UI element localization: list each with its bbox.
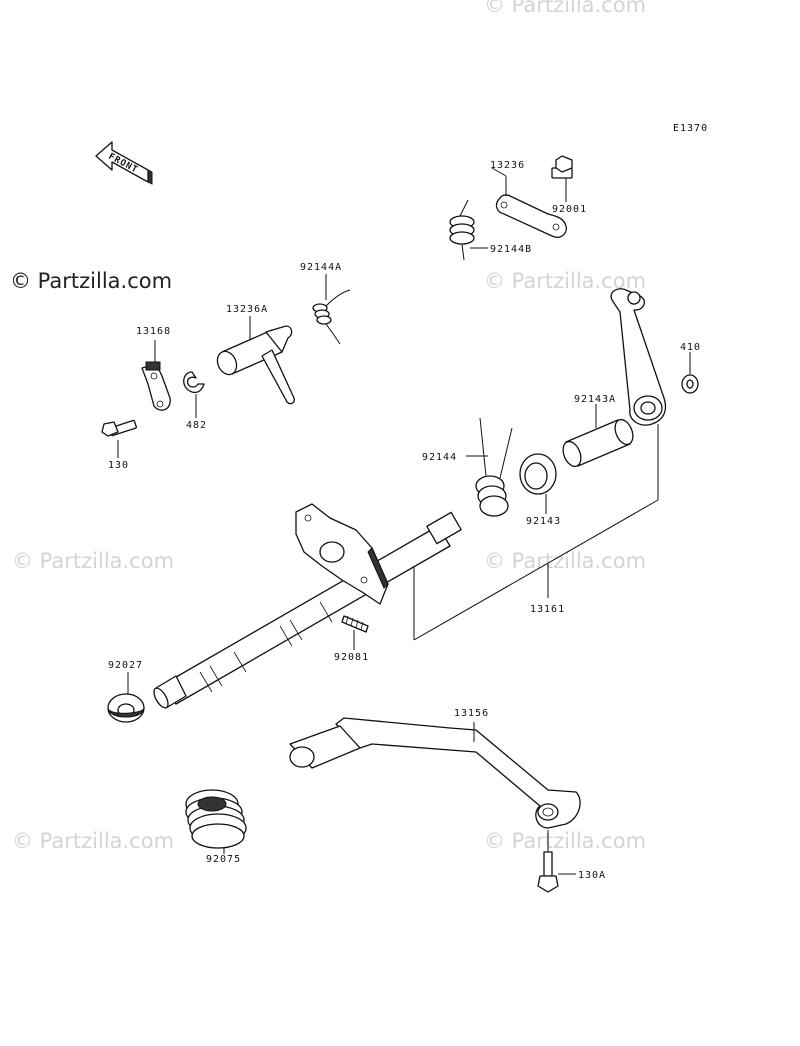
watermark-primary: © Partzilla.com bbox=[10, 269, 172, 293]
diagram-code: E1370 bbox=[673, 123, 708, 134]
watermark: © Partzilla.com bbox=[484, 829, 646, 853]
watermark: © Partzilla.com bbox=[12, 549, 174, 573]
part-label-92081: 92081 bbox=[334, 652, 369, 663]
arm-shaft-13236a bbox=[216, 316, 295, 405]
link-plate-13236 bbox=[491, 167, 567, 238]
part-label-482: 482 bbox=[186, 420, 207, 431]
part-label-92144a: 92144A bbox=[300, 262, 342, 273]
part-label-13236: 13236 bbox=[490, 160, 525, 171]
part-label-92001: 92001 bbox=[552, 204, 587, 215]
spring-92144b bbox=[449, 199, 488, 261]
shift-shaft bbox=[153, 503, 462, 709]
watermark: © Partzilla.com bbox=[12, 829, 174, 853]
part-label-92143: 92143 bbox=[526, 516, 561, 527]
circlip-482 bbox=[183, 371, 205, 418]
bushing-92143 bbox=[519, 453, 557, 514]
bolt-130 bbox=[101, 419, 137, 458]
washer-410 bbox=[681, 352, 699, 394]
part-label-13236a: 13236A bbox=[226, 304, 268, 315]
assembly-bracket-13161 bbox=[413, 424, 659, 641]
spring-92144a bbox=[312, 274, 351, 345]
front-arrow-icon: FRONT bbox=[95, 141, 153, 185]
spring-92081 bbox=[341, 615, 369, 650]
part-label-92144b: 92144B bbox=[490, 244, 532, 255]
part-label-130: 130 bbox=[108, 460, 129, 471]
part-label-92027: 92027 bbox=[108, 660, 143, 671]
washer-92027 bbox=[107, 672, 145, 723]
part-label-92143a: 92143A bbox=[574, 394, 616, 405]
bracket-13168 bbox=[141, 340, 171, 411]
watermark: © Partzilla.com bbox=[484, 0, 646, 17]
part-label-410: 410 bbox=[680, 342, 701, 353]
watermark: © Partzilla.com bbox=[484, 549, 646, 573]
bolt-130a bbox=[537, 830, 576, 893]
bolt-92001 bbox=[551, 155, 573, 202]
collar-92143a bbox=[562, 404, 634, 468]
pedal-13156 bbox=[289, 717, 581, 829]
part-label-92144: 92144 bbox=[422, 452, 457, 463]
shift-arm bbox=[610, 288, 667, 426]
part-label-13161: 13161 bbox=[530, 604, 565, 615]
spring-92144 bbox=[466, 417, 513, 517]
rubber-grip-92075 bbox=[185, 789, 247, 854]
part-label-13156: 13156 bbox=[454, 708, 489, 719]
part-label-13168: 13168 bbox=[136, 326, 171, 337]
part-label-130a: 130A bbox=[578, 870, 606, 881]
part-label-92075: 92075 bbox=[206, 854, 241, 865]
